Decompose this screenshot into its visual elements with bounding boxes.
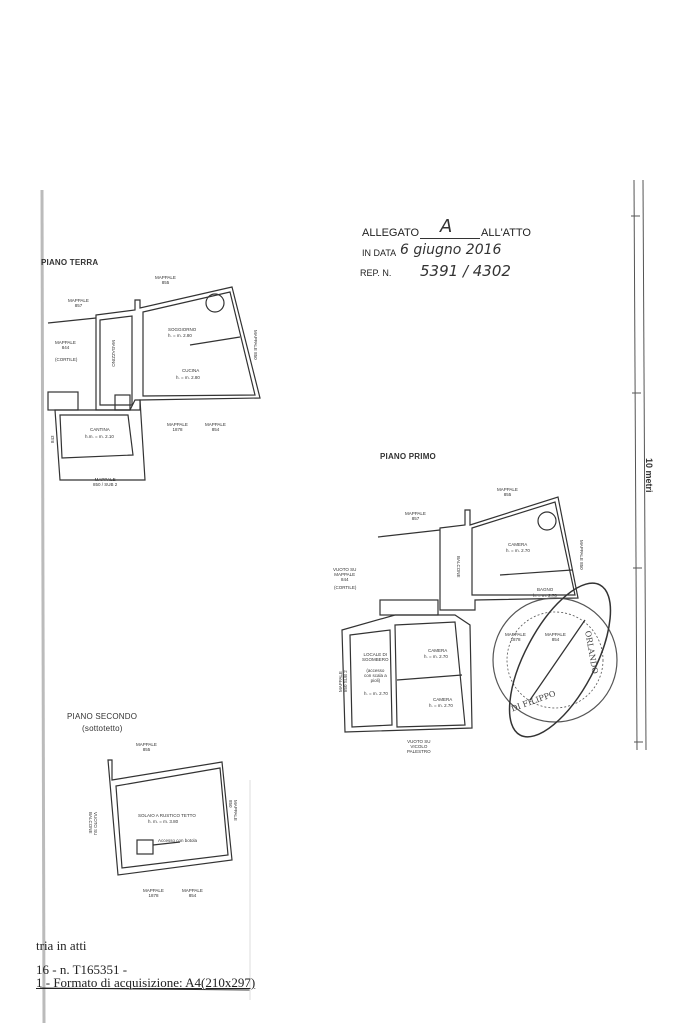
rep-value: 5391 / 4302 [420,262,511,280]
label-cantina: CANTINA [90,427,110,432]
label-camera-3: CAMERA [433,697,453,702]
allegato-label: ALLEGATO [362,227,420,239]
label-mappale-854: MAPPALE 854 [182,888,203,898]
label-mappale-857: MAPPALE 857 [68,298,89,308]
label-cortile: (CORTILE) [55,357,78,362]
label-magazzino: MAGAZZINO [111,340,116,367]
allegato-underline [420,238,480,239]
piano-primo-plan [341,496,579,733]
footer-line-1: tria in atti [36,938,87,953]
footer-line-3: 1 - Formato di acquisizione: A4(210x297) [36,975,256,990]
allegato-value: A [440,216,453,237]
scale-bar-label: 10 metri [644,458,654,493]
label-mappale-1878: MAPPALE 1878 [167,422,188,432]
label-cantina-h: h.m. = m. 2.10 [85,434,114,439]
label-locale-sgombero: LOCALE DI SGOMBERO [362,652,389,662]
label-soggiorno: SOGGIORNO [168,327,197,332]
label-soggiorno-h: h. = m. 2.80 [168,333,192,338]
allatto-label: ALL'ATTO [481,227,531,239]
piano-secondo-title: PIANO SECONDO [67,712,138,721]
label-cucina-h: h. = m. 2.80 [176,375,200,380]
label-bagno: BAGNO [537,587,554,592]
label-mappale-844: MAPPALE 844 [55,340,76,350]
piano-terra-plan [47,286,261,481]
in-data-value: 6 giugno 2016 [400,242,502,258]
piano-secondo-subtitle: (sottotetto) [82,724,123,733]
label-accesso-botola: Accesso con botola [158,838,198,843]
label-mappale-854: MAPPALE 854 [545,632,566,642]
label-balcone: BALCONE [456,556,461,578]
label-camera-1-h: h. = m. 2.70 [506,548,530,553]
label-vuoto-mappale-844: VUOTO SU MAPPALE 844 [333,567,357,582]
label-solaio-h: h. m. = m. 3.80 [148,819,179,824]
label-mappale-850-sub2: MAPPALE 850 / SUB 2 [93,477,118,487]
piano-secondo-plan [107,759,233,876]
label-camera-3-h: h. = m. 2.70 [429,703,453,708]
label-mappale-1878: MAPPALE 1878 [143,888,164,898]
label-cucina: CUCINA [182,368,200,373]
label-accesso-scala: (accesso con scala a pioli) [364,668,387,683]
label-camera-1: CAMERA [508,542,528,547]
label-camera-2-h: h. = m. 2.70 [424,654,448,659]
footer-line-2: 16 - n. T165351 - [36,962,128,977]
label-mappale-855: MAPPALE 855 [136,742,157,752]
label-mappale-left: MAPPALE 850 SUB 2 [338,670,348,692]
notary-stamp [492,582,618,738]
label-locale-h: h. = m. 2.70 [364,691,388,696]
label-mappale-843: 843 [50,435,55,443]
in-data-label: IN DATA [362,248,397,258]
label-cortile: (CORTILE) [334,585,357,590]
label-mappale-855: MAPPALE 855 [155,275,176,285]
piano-primo-title: PIANO PRIMO [380,452,436,461]
label-solaio: SOLAIO A RUSTICO TETTO [138,813,196,818]
label-bagno-h: h. = m. 2.70 [533,593,557,598]
label-vuoto-vicolo: VUOTO SU VICOLO PALESTRO [407,739,431,754]
label-camera-2: CAMERA [428,648,448,653]
label-mappale-side: MAPPALE 850 [579,540,584,570]
label-mappale-850: MAPPALE 850 [253,330,258,360]
label-mappale-side: MAPPALE 850 [228,800,238,821]
piano-terra-title: PIANO TERRA [41,258,99,267]
rep-label: REP. N. [360,268,392,278]
label-mappale-1878: MAPPALE 1878 [505,632,526,642]
label-mappale-854: MAPPALE 854 [205,422,226,432]
label-mappale-855: MAPPALE 855 [497,487,518,497]
label-mappale-857: MAPPALE 857 [405,511,426,521]
label-vuoto-balcone: VUOTO SU BALCONE [88,812,98,836]
